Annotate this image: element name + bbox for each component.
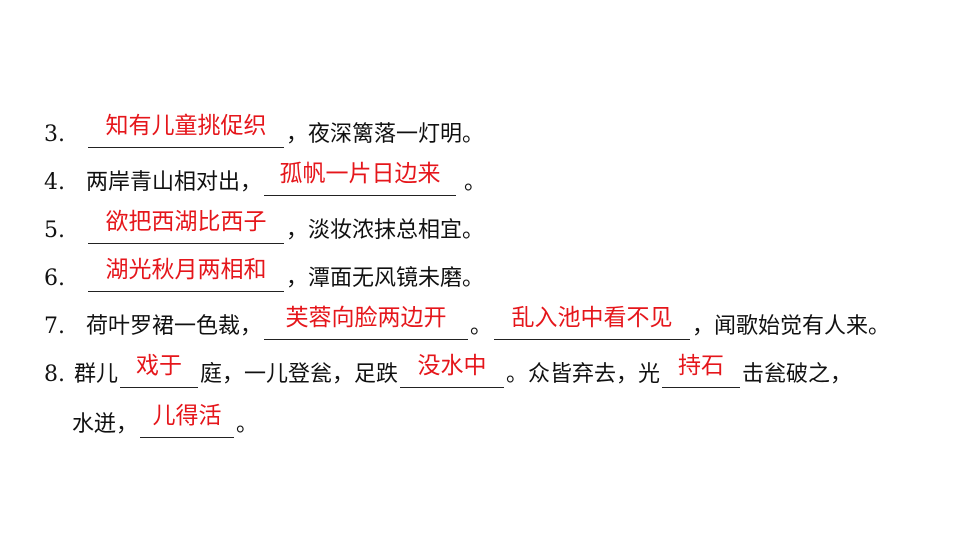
answer-blank: 没水中 xyxy=(400,353,505,388)
answer-text: 戏于 xyxy=(136,353,183,379)
answer-text: 儿得活 xyxy=(152,403,222,429)
item-number: 6. xyxy=(44,266,65,291)
answer-blank: 孤帆一片日边来 xyxy=(264,161,457,196)
answer-blank: 儿得活 xyxy=(140,403,235,438)
answer-blank: 戏于 xyxy=(120,353,199,388)
poem-text: 。 xyxy=(464,170,487,195)
poem-text: 击瓮破之， xyxy=(742,362,853,387)
answer-blank: 芙蓉向脸两边开 xyxy=(264,305,469,340)
item-number: 4. xyxy=(44,170,65,195)
item-4: 4. 两岸青山相对出， 孤帆一片日边来 。 xyxy=(44,156,486,196)
answer-text: 知有儿童挑促织 xyxy=(105,113,267,139)
answer-text: 湖光秋月两相和 xyxy=(105,257,267,283)
poem-text: 水迸， xyxy=(72,412,139,437)
answer-blank: 欲把西湖比西子 xyxy=(88,209,284,244)
answer-text: 欲把西湖比西子 xyxy=(105,209,267,235)
poem-text: 群儿 xyxy=(74,362,119,387)
poem-text: ，潭面无风镜未磨。 xyxy=(286,266,485,291)
item-3: 3. 知有儿童挑促织 ，夜深篱落一灯明。 xyxy=(44,108,484,148)
poem-text: 两岸青山相对出， xyxy=(86,170,263,195)
poem-text: ，闻歌始觉有人来。 xyxy=(692,314,891,339)
answer-blank: 湖光秋月两相和 xyxy=(88,257,284,292)
answer-blank: 知有儿童挑促织 xyxy=(88,113,284,148)
answer-text: 孤帆一片日边来 xyxy=(279,161,441,187)
poem-text: 。 xyxy=(470,314,493,339)
item-8: 8. 群儿 戏于 庭，一儿登瓮，足跌 没水中 。众皆弃去，光 持石 击瓮破之， xyxy=(44,348,852,388)
poem-text: 庭，一儿登瓮，足跌 xyxy=(200,362,399,387)
item-number: 5. xyxy=(44,218,65,243)
item-6: 6. 湖光秋月两相和 ，潭面无风镜未磨。 xyxy=(44,252,484,292)
poem-text: ，淡妆浓抹总相宜。 xyxy=(286,218,485,243)
answer-text: 乱入池中看不见 xyxy=(511,305,673,331)
poem-text: 。众皆弃去，光 xyxy=(506,362,661,387)
answer-blank: 乱入池中看不见 xyxy=(494,305,691,340)
answer-text: 芙蓉向脸两边开 xyxy=(285,305,447,331)
item-number: 3. xyxy=(44,122,65,147)
answer-text: 持石 xyxy=(678,353,725,379)
answer-text: 没水中 xyxy=(417,353,487,379)
item-8-continued: 水迸， 儿得活 。 xyxy=(72,398,258,438)
item-7: 7. 荷叶罗裙一色裁， 芙蓉向脸两边开 。 乱入池中看不见 ，闻歌始觉有人来。 xyxy=(44,300,890,340)
answer-blank: 持石 xyxy=(662,353,741,388)
poem-text: ，夜深篱落一灯明。 xyxy=(286,122,485,147)
item-number: 8. xyxy=(44,362,65,387)
item-number: 7. xyxy=(44,314,65,339)
poem-text: 。 xyxy=(236,412,259,437)
poem-text: 荷叶罗裙一色裁， xyxy=(86,314,263,339)
item-5: 5. 欲把西湖比西子 ，淡妆浓抹总相宜。 xyxy=(44,204,484,244)
